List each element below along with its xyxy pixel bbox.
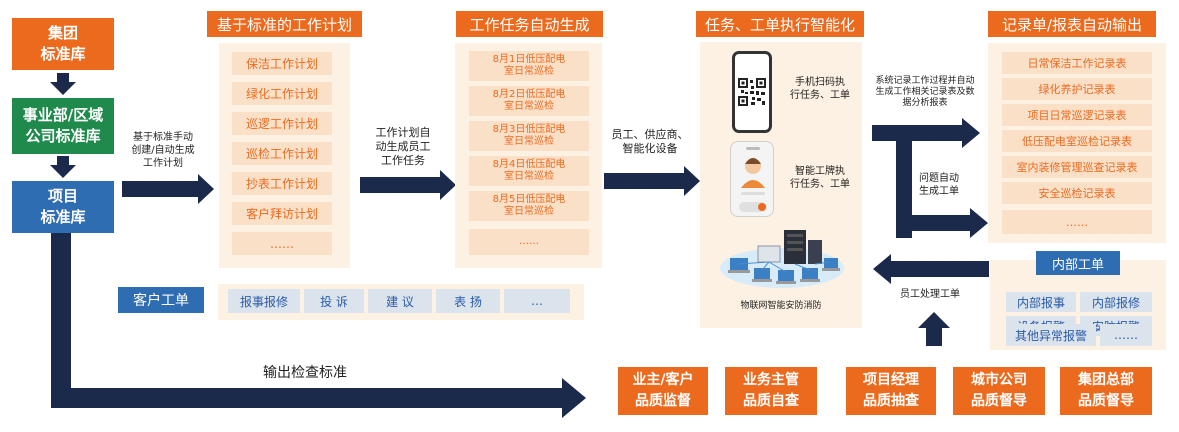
internal-item: …… [1100,324,1152,346]
plan-title: 基于标准的工作计划 [207,11,362,37]
record-item: 室内装修管理巡查记录表 [1002,156,1152,178]
right-arrow-icon [604,166,700,196]
record-item: …… [1002,210,1152,234]
quality-box-project-manager: 项目经理 品质抽查 [846,367,936,415]
right-arrow-icon [360,170,456,200]
quality-box-group-hq: 集团总部 品质督导 [1060,367,1152,415]
quality-box-owner: 业主/客户 品质监督 [618,367,708,415]
group-standard-library: 集团 标准库 [12,18,114,70]
project-standard-library: 项目 标准库 [12,181,114,233]
internal-workorder-label: 内部工单 [1036,251,1120,275]
plan-item: 保洁工作计划 [232,52,332,75]
left-arrow-icon [873,254,989,284]
record-item: 绿化养护记录表 [1002,78,1152,100]
record-item: 低压配电室巡检记录表 [1002,130,1152,152]
customer-workorder-label: 客户工单 [118,287,204,313]
task-item: 8月5日低压配电 室日常巡检 [469,191,589,221]
to-plan-label: 基于标准手动 创建/自动生成 工作计划 [131,132,195,169]
smart-badge-icon [730,141,774,217]
record-item: 安全巡检记录表 [1002,182,1152,204]
plan-panel: 保洁工作计划 绿化工作计划 巡逻工作计划 巡检工作计划 抄表工作计划 客户拜访计… [219,43,350,268]
records-title: 记录单/报表自动输出 [988,11,1156,37]
plan-item: 巡检工作计划 [232,142,332,165]
internal-item: 其他异常报警 [1006,324,1096,346]
plan-item: 绿化工作计划 [232,82,332,105]
to-exec-label: 员工、供应商、 智能化设备 [611,128,689,155]
customer-item: 投 诉 [304,289,364,313]
records-panel: 日常保洁工作记录表 绿化养护记录表 项目日常巡逻记录表 低压配电室巡检记录表 室… [988,43,1166,243]
task-item: 8月2日低压配电 室日常巡检 [469,86,589,116]
staff-handle-label: 员工处理工单 [900,289,960,300]
to-record-label: 系统记录工作过程并自动 生成工作相关记录表及数 据分析报表 [875,76,975,108]
customer-item: … [504,289,570,313]
task-item: 8月3日低压配电 室日常巡检 [469,121,589,151]
exec-panel: 手机扫码执 行任务、工单 智能工牌执 行任务、工单 物联网智能安防消防 [700,42,862,328]
plan-item: …… [232,232,332,255]
right-arrow-icon [872,118,980,148]
internal-item: 内部报事 [1006,292,1076,312]
customer-item: 建 议 [368,289,432,313]
quality-box-city-company: 城市公司 品质督导 [953,367,1045,415]
output-check-label: 输出检查标准 [263,365,347,381]
customer-item: 表 扬 [436,289,500,313]
up-arrow-icon [918,312,950,346]
task-item: 8月4日低压配电 室日常巡检 [469,156,589,186]
record-item: 项目日常巡逻记录表 [1002,104,1152,126]
customer-item: 报事报修 [228,289,300,313]
internal-item: 内部报修 [1080,292,1152,312]
plan-item: 抄表工作计划 [232,172,332,195]
record-item: 日常保洁工作记录表 [1002,52,1152,74]
iot-network-icon [720,230,844,288]
exec-title: 任务、工单执行智能化 [696,11,864,37]
right-arrow-icon [896,208,988,238]
output-flow-horizontal [51,388,566,408]
task-item: …… [469,229,589,255]
to-task-label: 工作计划自 动生成员工 工作任务 [375,126,431,167]
quality-box-supervisor: 业务主管 品质自查 [725,367,817,415]
problem-loop-vertical [896,140,912,238]
phone-qr-icon [732,51,772,133]
problem-label: 问题自动 生成工单 [919,173,959,197]
plan-item: 巡逻工作计划 [232,112,332,135]
badge-text: 智能工牌执 行任务、工单 [790,166,850,190]
right-arrow-icon [122,174,214,204]
tasks-title: 工作任务自动生成 [456,11,603,37]
iot-text: 物联网智能安防消防 [740,301,822,311]
tasks-panel: 8月1日低压配电 室日常巡检 8月2日低压配电 室日常巡检 8月3日低压配电 室… [455,43,602,268]
customer-panel: 报事报修 投 诉 建 议 表 扬 … [218,284,584,320]
plan-item: 客户拜访计划 [232,202,332,225]
output-flow-vertical [51,233,71,408]
down-arrow-icon [50,73,76,95]
task-item: 8月1日低压配电 室日常巡检 [469,51,589,81]
division-standard-library: 事业部/区域 公司标准库 [12,98,114,154]
down-arrow-icon [50,156,76,178]
right-arrow-icon [562,378,586,418]
scan-text: 手机扫码执 行任务、工单 [790,77,850,101]
